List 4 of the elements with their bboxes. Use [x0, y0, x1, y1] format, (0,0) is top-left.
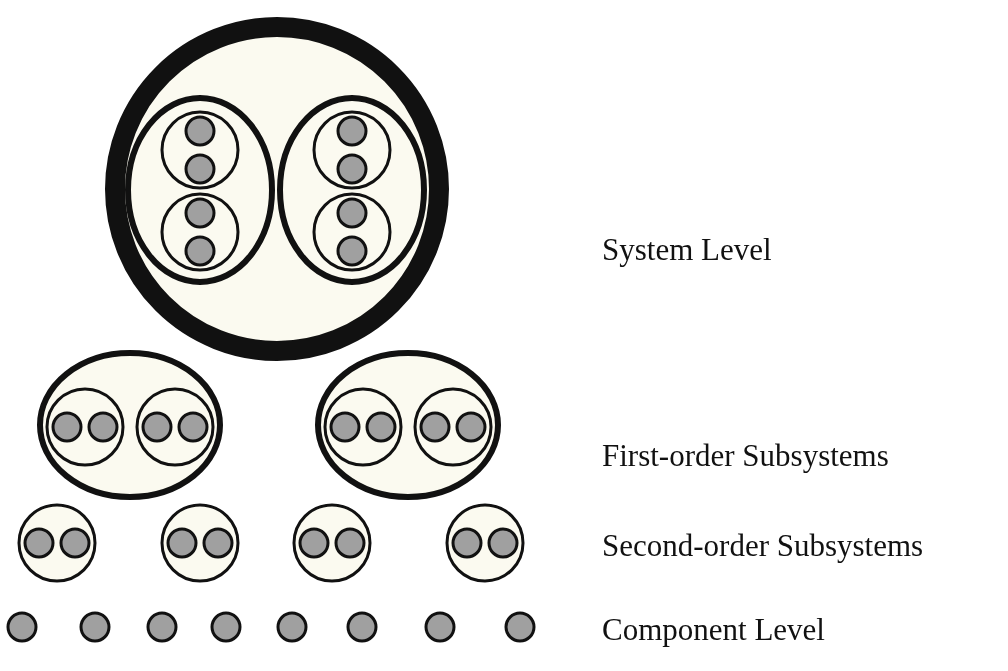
level-label: Component Level	[602, 614, 825, 645]
level-label: System Level	[602, 234, 772, 265]
level-label: First-order Subsystems	[602, 440, 889, 471]
level-label: Second-order Subsystems	[602, 530, 924, 561]
